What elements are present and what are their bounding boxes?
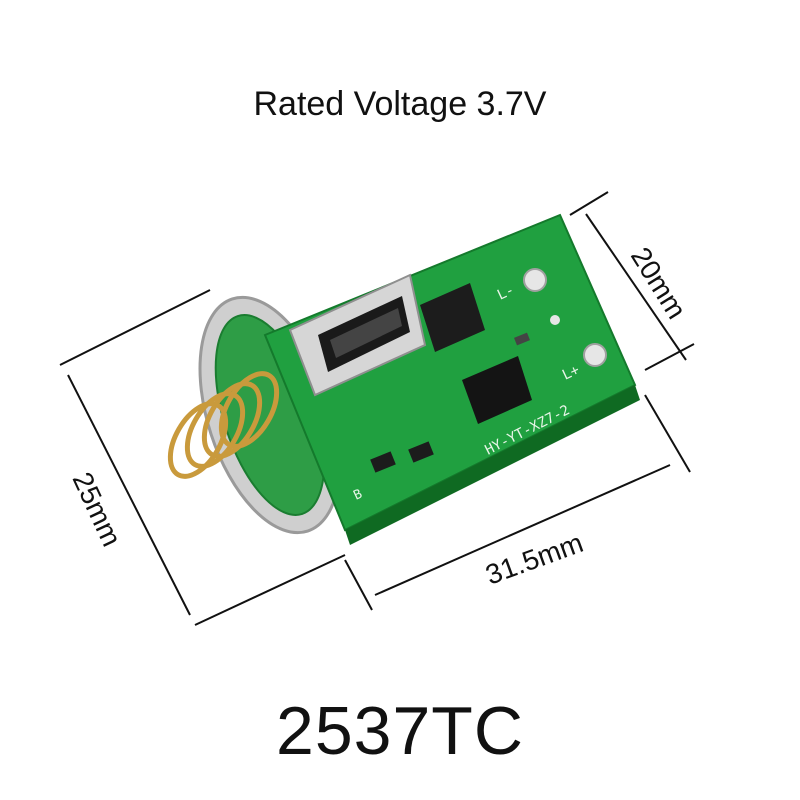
pad-l-minus xyxy=(523,268,547,292)
silk-l-minus: L- xyxy=(495,282,517,304)
pad-l-plus xyxy=(583,343,607,367)
silk-l-plus: L+ xyxy=(560,362,582,384)
ic-chip-2 xyxy=(462,356,532,424)
rated-voltage-title: Rated Voltage 3.7V xyxy=(253,85,547,123)
spring-contact xyxy=(167,371,280,479)
model-number: 2537TC xyxy=(276,693,524,769)
ic-chip-1 xyxy=(420,283,485,352)
usb-c-port xyxy=(288,273,427,397)
dim-length-label: 31.5mm xyxy=(481,527,587,591)
dimension-lines xyxy=(59,191,695,626)
dim-height-label: 25mm xyxy=(67,467,128,551)
dim-width-label: 20mm xyxy=(625,242,693,324)
